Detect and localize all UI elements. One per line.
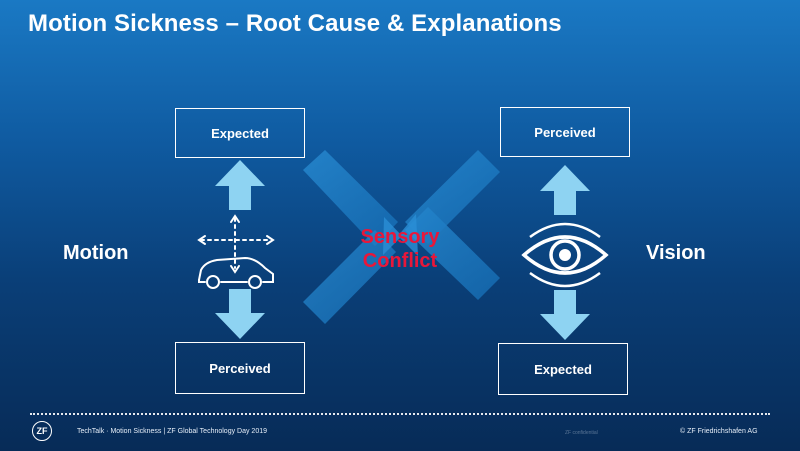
up-arrow-right (540, 165, 590, 215)
footer-divider (30, 413, 770, 415)
footer-right-text: © ZF Friedrichshafen AG (680, 428, 758, 435)
up-arrow-left (215, 160, 265, 210)
left-top-box-label: Expected (211, 125, 269, 141)
left-bottom-box: Perceived (175, 342, 305, 394)
cross-arrow-band-1 (303, 150, 398, 246)
down-arrow-left (215, 289, 265, 339)
right-bottom-box-label: Expected (534, 361, 592, 377)
sensory-conflict-line2: Conflict (362, 250, 438, 272)
footer-center-text: ZF confidential (565, 430, 598, 436)
eye-icon (521, 222, 609, 288)
slide-title: Motion Sickness – Root Cause & Explanati… (28, 10, 562, 37)
left-top-box: Expected (175, 108, 305, 158)
right-top-box-label: Perceived (534, 124, 596, 140)
left-bottom-box-label: Perceived (209, 360, 271, 376)
vision-label: Vision (646, 242, 706, 264)
right-top-box: Perceived (500, 107, 630, 157)
cross-arrow-band-4 (303, 230, 396, 324)
down-arrow-right (540, 290, 590, 340)
cross-arrowhead-1 (383, 217, 402, 255)
cross-arrowhead-2 (398, 214, 418, 256)
motion-label: Motion (63, 242, 129, 264)
right-bottom-box: Expected (498, 343, 628, 395)
car-motion-icon (197, 214, 275, 289)
footer-left-text: TechTalk · Motion Sickness | ZF Global T… (77, 428, 268, 435)
sensory-conflict-line1: Sensory (360, 226, 440, 248)
zf-logo: ZF (32, 421, 52, 441)
sensory-conflict-label: Sensory Conflict (340, 225, 460, 273)
cross-arrow-band-3 (405, 150, 500, 244)
